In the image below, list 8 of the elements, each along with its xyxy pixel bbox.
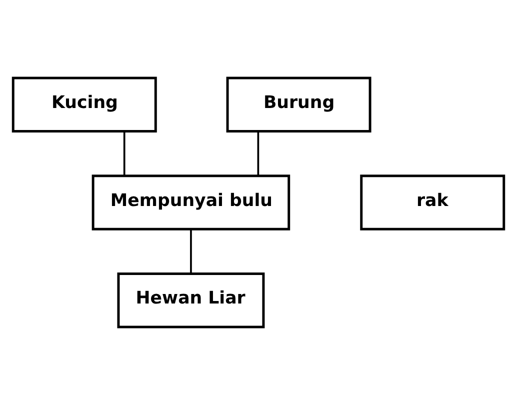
node-box: Burung [226,76,372,132]
connector [190,228,192,274]
node-box: rak [360,174,506,230]
node-box: Kucing [12,76,157,132]
connector [123,130,126,176]
connector [257,130,260,176]
node-box: Mempunyai bulu [92,174,290,230]
node-box: Hewan Liar [117,272,265,328]
